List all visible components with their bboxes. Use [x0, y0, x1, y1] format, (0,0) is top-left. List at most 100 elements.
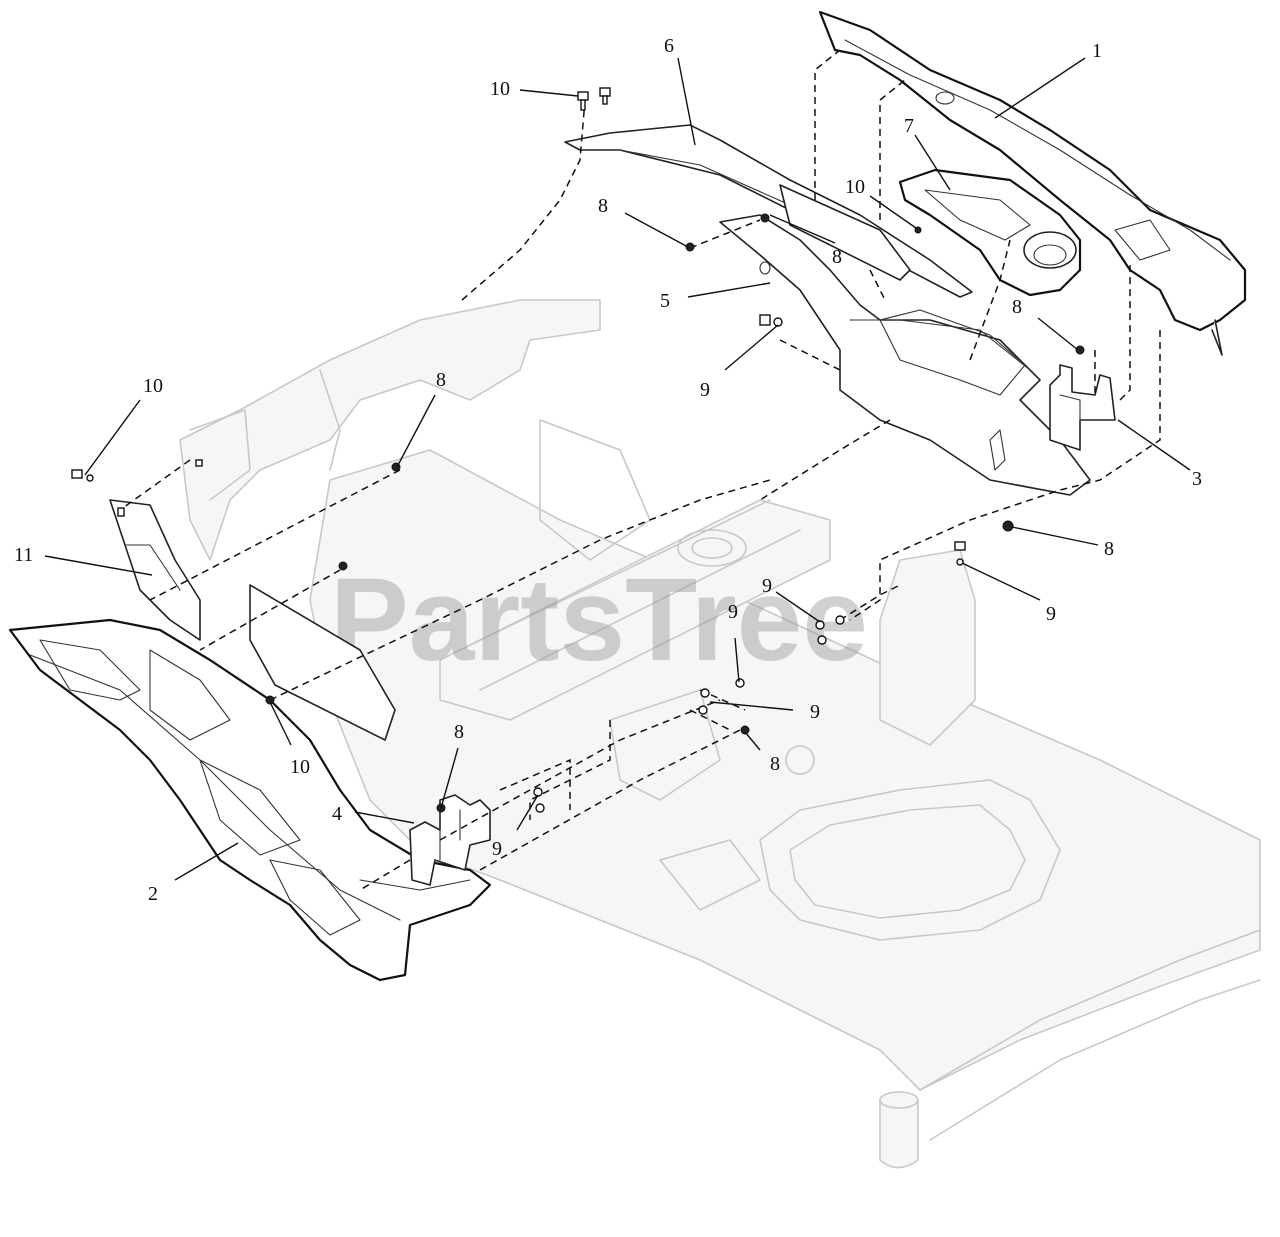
- ghosted-mower-frame: [179, 299, 1261, 1169]
- mounting-plate: [249, 584, 396, 741]
- part-2-facet-3: [199, 759, 301, 856]
- part-11-outline: [109, 499, 201, 641]
- ghost-seat-rail-left: [189, 409, 251, 501]
- screw-8-lower-right: [1002, 520, 1014, 532]
- mounting-plate-outline: [249, 584, 396, 741]
- ghost-seat-rail-right: [319, 369, 341, 471]
- ghost-front-tube-top: [879, 1091, 919, 1109]
- callout-8-a: 8: [598, 195, 608, 217]
- part-2-facet-2: [149, 649, 231, 741]
- part-2-facet-4: [269, 859, 361, 936]
- callout-11: 11: [14, 544, 33, 566]
- callout-8-e: 8: [436, 369, 446, 391]
- callout-8-f: 8: [770, 753, 780, 775]
- callout-9-e: 9: [810, 701, 820, 723]
- part-3-bracket: [1049, 364, 1116, 451]
- nut-9-center: [815, 615, 845, 645]
- part-3-outline: [1049, 364, 1116, 451]
- callout-10-b: 10: [845, 176, 865, 198]
- callout-6: 6: [664, 35, 674, 57]
- watermark: PartsTree: [330, 554, 868, 686]
- nut-9-right: [954, 541, 966, 566]
- small-bolt-left-b: [195, 459, 203, 467]
- callout-8-d: 8: [1104, 538, 1114, 560]
- callout-9-a: 9: [700, 379, 710, 401]
- screw-8-a: [685, 242, 695, 252]
- nut-9-mid: [735, 678, 745, 688]
- nut-9-lower: [698, 688, 710, 715]
- ghost-fuel-port: [677, 529, 747, 567]
- bolt-10-top-b: [599, 87, 611, 105]
- callout-8-c: 8: [1012, 296, 1022, 318]
- part-6-outline: [564, 124, 973, 298]
- part-5-pocket: [879, 309, 1026, 396]
- ghost-floor-tray-inner: [789, 804, 1026, 919]
- callout-9-f: 9: [492, 838, 502, 860]
- screw-10-plate: [265, 695, 275, 705]
- screw-8-b: [760, 213, 770, 223]
- callout-7: 7: [904, 115, 914, 137]
- part-2-facet-1: [39, 639, 141, 701]
- part-7-cup: [1023, 231, 1077, 269]
- callout-9-b: 9: [1046, 603, 1056, 625]
- ghost-floor-tray: [759, 779, 1061, 941]
- screw-8-right: [1075, 345, 1085, 355]
- callout-9-d: 9: [728, 601, 738, 623]
- callout-8-b: 8: [832, 246, 842, 268]
- callout-4: 4: [332, 803, 342, 825]
- callout-8-g: 8: [454, 721, 464, 743]
- fasteners: [71, 87, 1085, 813]
- callout-9-c: 9: [762, 575, 772, 597]
- callout-10-c: 10: [143, 375, 163, 397]
- ghost-front-rail: [919, 929, 1261, 1141]
- part-1-outline: [818, 10, 1247, 332]
- part-5-hole-1: [759, 261, 771, 275]
- ghost-right-tower: [879, 549, 976, 746]
- part-4-bracket: [409, 794, 491, 886]
- assembly-lines: [119, 49, 1161, 891]
- ghost-cross-member: [439, 499, 831, 721]
- part-3-fold: [1059, 394, 1081, 421]
- part-4-outline: [409, 794, 491, 886]
- screw-8-lower: [740, 725, 750, 735]
- part-2-edge: [359, 879, 471, 891]
- screw-8-plate: [338, 561, 348, 571]
- part-1-rear-panel: [818, 10, 1247, 356]
- part-11-fold: [124, 544, 181, 591]
- nut-9-upper: [759, 314, 783, 327]
- callout-5: 5: [660, 290, 670, 312]
- screw-10-mid: [914, 226, 922, 234]
- small-bolt-left: [117, 507, 125, 517]
- part-2-left-fender: [8, 618, 492, 982]
- part-5-top-edge: [849, 319, 1031, 371]
- callout-3: 3: [1192, 468, 1202, 490]
- callout-10-a: 10: [490, 78, 510, 100]
- ghost-front-tube: [879, 1099, 919, 1169]
- callout-10-d: 10: [290, 756, 310, 778]
- part-7-cup-holder: [898, 168, 1082, 297]
- part-11-side-bracket: [109, 499, 201, 641]
- nut-9-bracket-4: [533, 787, 545, 813]
- part-7-tray: [924, 189, 1031, 241]
- part-4-fold: [439, 809, 461, 861]
- part-5-slot: [989, 429, 1006, 471]
- ghost-hole: [785, 745, 815, 775]
- part-7-cup-inner: [1033, 244, 1067, 266]
- part-1-hole: [935, 91, 955, 105]
- ghost-cross-member-top: [459, 499, 801, 691]
- part-2-ridge: [29, 654, 401, 921]
- callout-2: 2: [148, 883, 158, 905]
- part-2-outline: [8, 618, 492, 982]
- leader-lines: [44, 57, 1191, 881]
- callouts: 1 2 3 4 5 6 7 8 8 8 8 8 8 8 9 9 9 9 9 9 …: [14, 35, 1202, 905]
- ghost-fuel-port-inner: [691, 537, 733, 559]
- ghost-footplate: [659, 839, 761, 911]
- part-1-tab: [1211, 319, 1223, 356]
- part-1-ridge: [844, 39, 1231, 261]
- part-6-brace: [564, 124, 973, 298]
- ghost-rear-pan: [179, 299, 601, 561]
- bolt-10-left: [71, 469, 94, 482]
- bolt-10-top-a: [577, 91, 589, 111]
- ghost-plate-1: [539, 419, 651, 561]
